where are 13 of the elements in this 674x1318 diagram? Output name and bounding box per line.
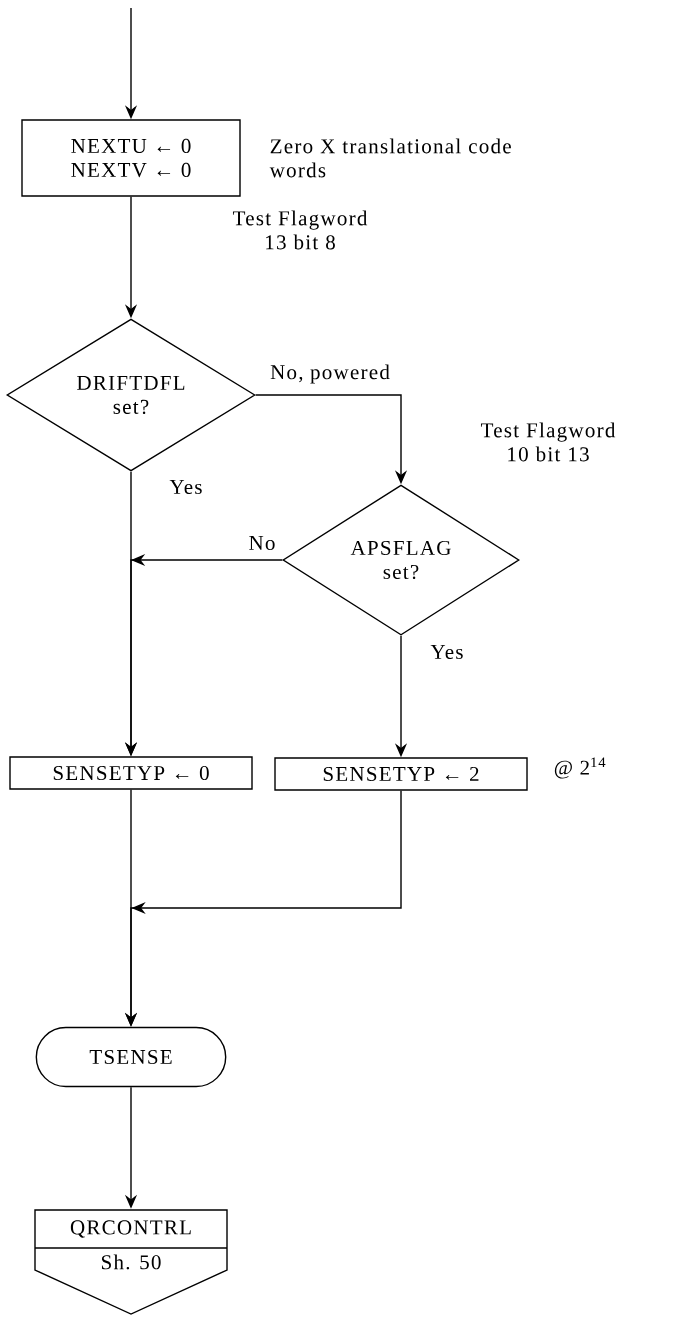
edge-label: No [249, 536, 275, 550]
process-box: NEXTU ← 0 NEXTV ← 0 [21, 119, 241, 197]
annotation-text: Zero X translational code words [269, 138, 511, 178]
off-page-connector: QRCONTRL Sh. 50 [34, 1209, 228, 1315]
annotation-text: @ 2$^{14}$ [554, 757, 606, 779]
edge-label: Yes [430, 645, 463, 659]
annotation-text: Test Flagword 10 bit 13 [481, 422, 616, 462]
annotation-text: Test Flagword 13 bit 8 [233, 210, 368, 250]
terminal-box: TSENSE [35, 1026, 227, 1088]
edge-label: Yes [169, 480, 202, 494]
process-box: SENSETYP ← 2 [274, 757, 528, 791]
process-box: SENSETYP ← 0 [9, 756, 253, 790]
edge-label: No, powered [270, 364, 390, 384]
